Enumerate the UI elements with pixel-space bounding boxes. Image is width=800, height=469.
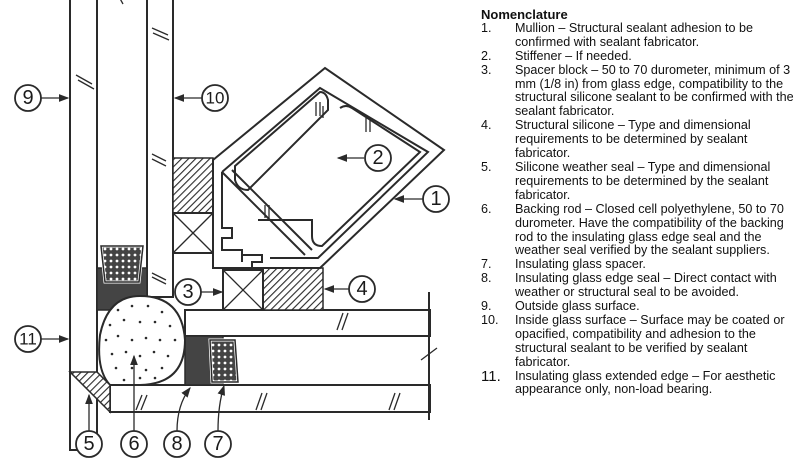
- legend-list: 1. Mullion – Structural sealant adhesion …: [481, 20, 797, 398]
- backing-rod: [98, 294, 187, 386]
- legend-item: 7. Insulating glass spacer.: [481, 257, 797, 272]
- legend-item: 9. Outside glass surface.: [481, 299, 797, 314]
- legend-item: 3. Spacer block – 50 to 70 durometer, min…: [481, 62, 797, 120]
- spacer-block-vertical: [172, 212, 214, 254]
- legend-item: 6. Backing rod – Closed cell polyethylene…: [481, 201, 797, 259]
- svg-text:2: 2: [372, 147, 383, 169]
- callout-9: 9: [14, 84, 70, 112]
- callout-5: 5: [75, 393, 103, 458]
- legend-item-number: 10.: [481, 312, 499, 327]
- legend-item-number: 1.: [481, 20, 492, 35]
- horizontal-ig-spacer: [184, 335, 240, 386]
- legend-item-text: Backing rod – Closed cell polyethylene, …: [515, 201, 784, 258]
- legend-item-text: Silicone weather seal – Type and dimensi…: [515, 159, 771, 202]
- legend-item-number: 5.: [481, 159, 492, 174]
- legend-item-number: 9.: [481, 299, 492, 314]
- svg-text:6: 6: [128, 433, 139, 455]
- legend-item-number: 8.: [481, 271, 492, 286]
- structural-silicone-horizontal: [262, 267, 324, 311]
- mullion: [212, 66, 446, 269]
- svg-text:7: 7: [212, 433, 223, 455]
- legend-item-text: Insulating glass spacer.: [515, 257, 646, 272]
- structural-silicone-vertical: [172, 157, 214, 214]
- legend-title: Nomenclature: [481, 7, 568, 22]
- legend-item: 10. Inside glass surface – Surface may be…: [481, 312, 797, 370]
- stiffener: [234, 90, 422, 248]
- legend-item-text: Structural silicone – Type and dimension…: [515, 118, 751, 161]
- nomenclature-legend: Nomenclature 1. Mullion – Structural seal…: [481, 8, 797, 397]
- legend-item-text: Insulating glass edge seal – Direct cont…: [515, 271, 777, 300]
- svg-text:10: 10: [206, 89, 225, 108]
- legend-item-number: 2.: [481, 48, 492, 63]
- callout-4: 4: [323, 275, 376, 303]
- legend-item-text: Insulating glass extended edge – For aes…: [515, 368, 776, 397]
- legend-item: 5. Silicone weather seal – Type and dimen…: [481, 159, 797, 203]
- svg-text:5: 5: [83, 433, 94, 455]
- legend-item-number: 3.: [481, 62, 492, 77]
- callout-2: 2: [336, 144, 392, 172]
- weather-seal: [68, 371, 111, 414]
- svg-text:3: 3: [182, 281, 193, 303]
- callout-1: 1: [393, 185, 450, 213]
- legend-item-number: 7.: [481, 257, 492, 272]
- curtain-wall-corner-detail-diagram: 9 10 2 1 3 4 11 5 6: [14, 0, 450, 458]
- svg-text:9: 9: [22, 87, 33, 109]
- legend-item: 2. Stiffener – If needed.: [481, 48, 797, 64]
- legend-item-number: 6.: [481, 201, 492, 216]
- svg-text:8: 8: [171, 433, 182, 455]
- svg-text:4: 4: [356, 278, 367, 300]
- callout-8: 8: [163, 386, 191, 458]
- legend-item-number: 4.: [481, 118, 492, 133]
- callout-10: 10: [173, 84, 229, 112]
- legend-item: 1. Mullion – Structural sealant adhesion …: [481, 20, 797, 50]
- callout-3: 3: [174, 278, 224, 306]
- svg-text:11: 11: [19, 330, 37, 349]
- spacer-block-horizontal: [222, 269, 264, 311]
- callout-6: 6: [120, 354, 148, 458]
- legend-item: 8. Insulating glass edge seal – Direct co…: [481, 271, 797, 300]
- legend-item-text: Stiffener – If needed.: [515, 48, 632, 63]
- callout-7: 7: [204, 384, 232, 458]
- legend-item: 11. Insulating glass extended edge – For …: [481, 367, 797, 398]
- legend-item-text: Inside glass surface – Surface may be co…: [515, 312, 785, 369]
- inside-glass-lite: [120, 0, 174, 298]
- legend-item-text: Outside glass surface.: [515, 299, 640, 314]
- legend-item-text: Mullion – Structural sealant adhesion to…: [515, 20, 754, 49]
- legend-item-number: 11.: [481, 367, 501, 385]
- svg-text:1: 1: [430, 188, 441, 210]
- callout-11: 11: [14, 325, 70, 353]
- legend-item: 4. Structural silicone – Type and dimensi…: [481, 118, 797, 161]
- legend-item-text: Spacer block – 50 to 70 durometer, minim…: [515, 62, 794, 119]
